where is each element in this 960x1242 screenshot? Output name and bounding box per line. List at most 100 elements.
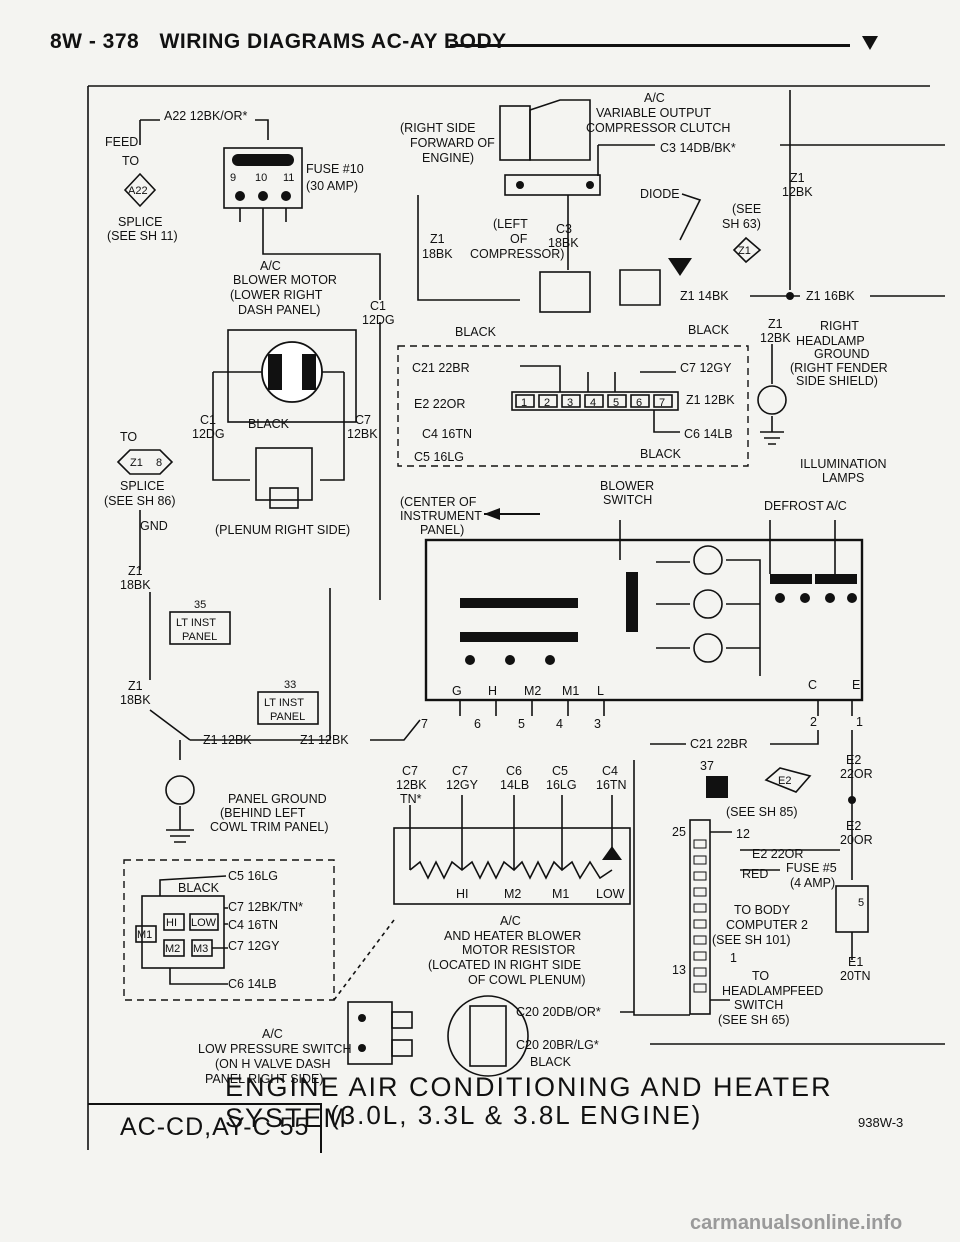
illumination-label: ILLUMINATION [800, 457, 887, 471]
located-label: (LOCATED IN RIGHT SIDE [428, 958, 581, 972]
fan-switch-keys: HI LOW M1 M2 M3 [135, 913, 219, 957]
black-comp-label: BLACK [455, 325, 497, 339]
svg-text:C: C [808, 678, 817, 692]
svg-text:TN*: TN* [400, 792, 422, 806]
c20-20db-label: C20 20DB/OR* [516, 1005, 601, 1019]
c3-label: C3 [556, 222, 572, 236]
c1-bl-label: C1 [200, 413, 216, 427]
splice-z1-label: Z1 [130, 457, 143, 469]
svg-text:3: 3 [567, 397, 573, 409]
to-label: TO [122, 154, 139, 168]
n37-label: 37 [700, 759, 714, 773]
panel-ground-label: PANEL GROUND [228, 792, 327, 806]
see-sh101-label: (SEE SH 101) [712, 933, 791, 947]
z1-18bk2-label: 18BK [422, 247, 453, 261]
blower-motor-label: BLOWER MOTOR [233, 273, 337, 287]
ground-symbol-icon [166, 806, 194, 843]
thermal-fuse-icon [602, 846, 622, 860]
feed-label: FEED [105, 135, 138, 149]
compressor-body [499, 105, 531, 161]
diagram-ref: 938W-3 [858, 1115, 904, 1130]
header-triangle-icon [862, 36, 878, 50]
gnd-label: GND [140, 519, 168, 533]
headlamp-label: HEADLAMP [796, 334, 865, 348]
ip-connector-dashed-box [397, 345, 749, 467]
behind-left-label: (BEHIND LEFT [220, 806, 306, 820]
n33-label: 33 [284, 679, 296, 691]
instrument-label: INSTRUMENT [400, 509, 482, 523]
e2-20or-label: E2 [846, 819, 861, 833]
amp30-label: (30 AMP) [306, 179, 358, 193]
fuse-pin-11: 11 [283, 172, 294, 184]
z1-12bk-l-label: Z1 12BK [203, 733, 252, 747]
low-pressure-switch-body [347, 1001, 393, 1065]
see-sh63a-label: (SEE [732, 202, 761, 216]
svg-text:LOW: LOW [596, 887, 625, 901]
ip-connector [511, 391, 679, 411]
splice-8-label: 8 [156, 457, 162, 469]
c1-bl-12dg-label: 12DG [192, 427, 225, 441]
illumination-lamp-3-icon [693, 633, 723, 663]
splice-e2-label: E2 [778, 775, 791, 787]
z1-14bk-label: Z1 14BK [680, 289, 729, 303]
computer-connector-icon [706, 776, 728, 798]
z1-18bk-l4-label: 18BK [120, 693, 151, 707]
blower-motor-box [227, 329, 357, 423]
fuse10-label: FUSE #10 [306, 162, 364, 176]
lps-connector-icon [447, 995, 529, 1077]
svg-text:L: L [597, 684, 604, 698]
svg-text:C4: C4 [602, 764, 618, 778]
svg-text:C5: C5 [552, 764, 568, 778]
black-c-label: BLACK [530, 1055, 572, 1069]
fuse-pin-10: 10 [255, 172, 267, 184]
splice2-label: SPLICE [120, 479, 164, 493]
splice-label: SPLICE [118, 215, 162, 229]
n13-label: 13 [672, 963, 686, 977]
switch-pin-numbers: 7 6 5 4 3 2 1 [421, 715, 863, 731]
z1-12bk-m-label: Z1 12BK [300, 733, 349, 747]
splice-a22-label: A22 [128, 185, 148, 197]
c7-bl-12bk-label: 12BK [347, 427, 378, 441]
diagram-code: AC-CD,AY-C 55 [120, 1113, 310, 1141]
c5-16lg-label: C5 16LG [414, 450, 464, 464]
illumination-lamp-2-icon [693, 589, 723, 619]
c1-12dg-label: 12DG [362, 313, 395, 327]
page-number: 8W - 378 [50, 30, 140, 53]
to2-label: TO [120, 430, 137, 444]
e2-22or-label: E2 22OR [414, 397, 465, 411]
ac-blower-label: A/C [260, 259, 281, 273]
cowl-trim-label: COWL TRIM PANEL) [210, 820, 329, 834]
right-fender-label: (RIGHT FENDER [790, 361, 888, 375]
c6-14lb-label: C6 14LB [684, 427, 733, 441]
cowl-plenum-label: OF COWL PLENUM) [468, 973, 586, 987]
black-diode-label: BLACK [688, 323, 730, 337]
see-sh86-label: (SEE SH 86) [104, 494, 176, 508]
svg-text:G: G [452, 684, 462, 698]
resistor-wire-labels: C7 12BK TN* C7 12GY C6 14LB C5 16LG C4 1… [396, 764, 627, 806]
n5-label: 5 [858, 897, 864, 909]
variable-output-label: VARIABLE OUTPUT [596, 106, 711, 120]
fuse5-block [835, 885, 869, 933]
svg-text:1: 1 [521, 397, 527, 409]
svg-text:1: 1 [856, 715, 863, 729]
svg-text:M1: M1 [137, 929, 152, 941]
svg-text:4: 4 [556, 717, 563, 731]
lower-right-label: (LOWER RIGHT [230, 288, 323, 302]
computer-pin-slots [693, 839, 707, 993]
svg-text:7: 7 [421, 717, 428, 731]
arrow-left-icon [484, 508, 500, 520]
z1-12bk-hl2-label: 12BK [760, 331, 791, 345]
n25-label: 25 [672, 825, 686, 839]
svg-text:E: E [852, 678, 860, 692]
feed2-label: FEED [790, 984, 823, 998]
ac-defrost-label: A/C [826, 499, 847, 513]
splice-z1-top-label: Z1 [738, 245, 751, 257]
e2-22or-b-label: E2 22OR [752, 847, 803, 861]
lamps-label: LAMPS [822, 471, 864, 485]
fuse5-label: FUSE #5 [786, 861, 837, 875]
panel-label: PANEL) [420, 523, 464, 537]
black-bl-label: BLACK [248, 417, 290, 431]
fan-switch-dashed-box [123, 859, 335, 1001]
switch-terminals: G H M2 M1 L C E [452, 678, 860, 698]
